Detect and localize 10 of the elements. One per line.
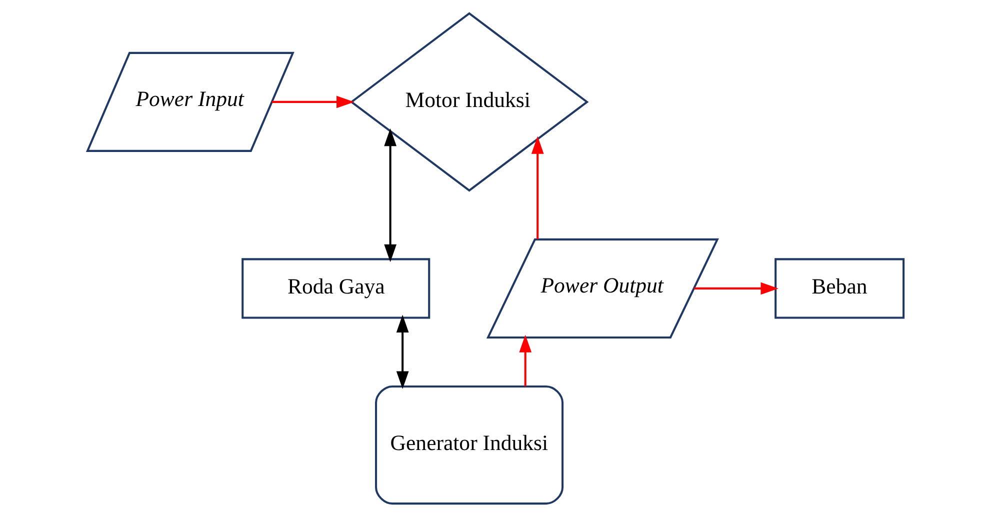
arrow bbox=[272, 96, 354, 108]
arrow bbox=[531, 136, 544, 239]
node-box: Generator Induksi bbox=[375, 385, 564, 505]
arrow bbox=[384, 128, 397, 262]
arrow bbox=[519, 334, 532, 386]
node-box: Roda Gaya bbox=[242, 258, 430, 319]
arrow bbox=[694, 282, 778, 295]
node-box: Beban bbox=[774, 258, 905, 319]
arrow bbox=[396, 314, 409, 389]
node-diamond: Motor Induksi bbox=[350, 12, 589, 192]
